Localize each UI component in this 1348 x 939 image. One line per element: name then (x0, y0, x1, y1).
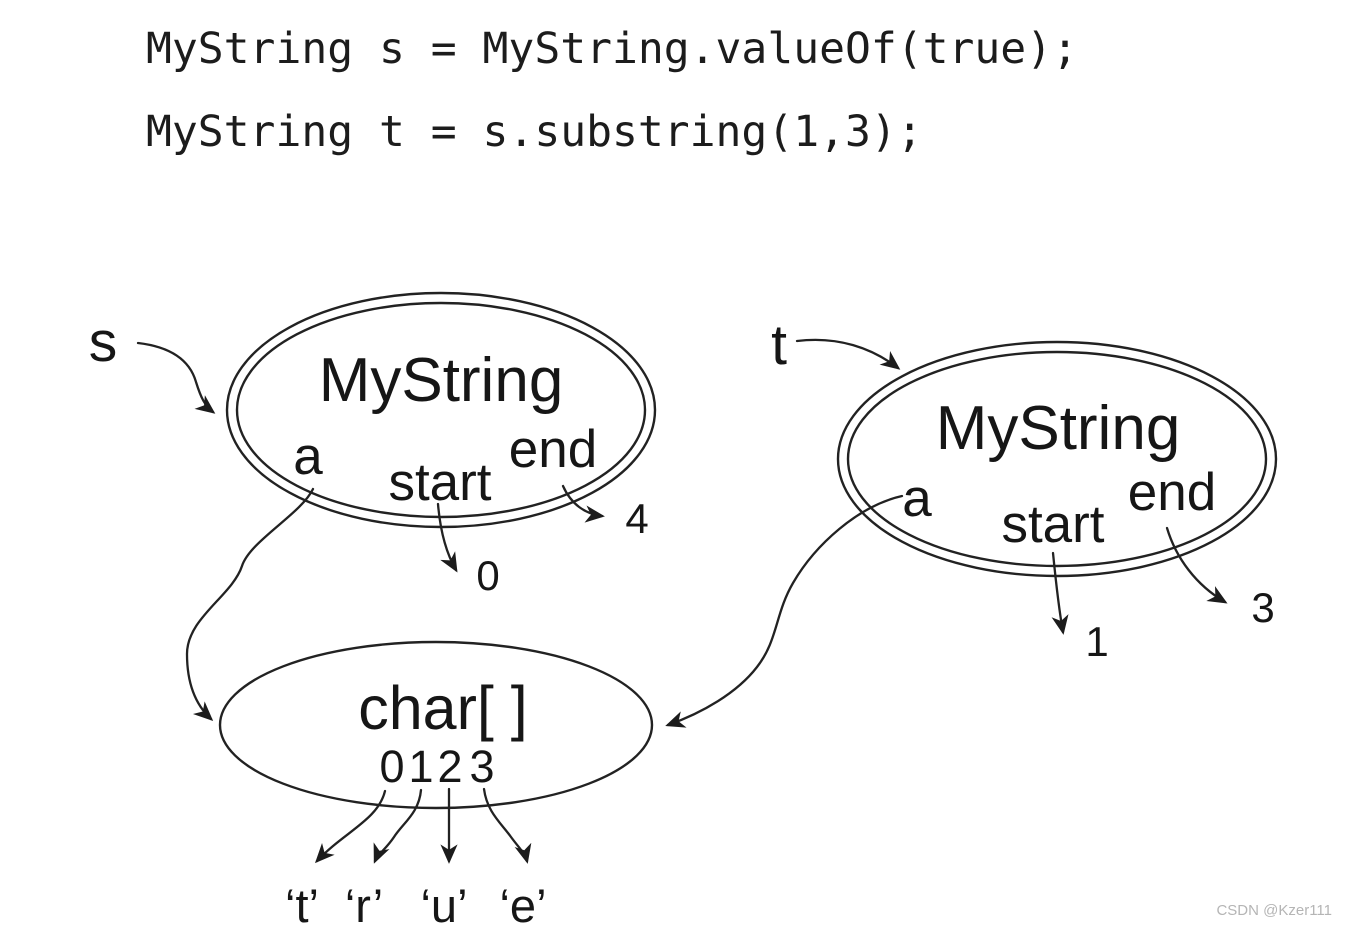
s-pointer-arrow (136, 341, 216, 414)
t-end-value-arrow (1165, 526, 1228, 604)
s-object-inner-ellipse (235, 301, 647, 519)
code-line-2: MyString t = s.substring(1,3); (146, 107, 923, 157)
char-value-2: ‘u’ (420, 879, 467, 932)
char-index-arrow-1 (373, 788, 423, 864)
s-end-value-arrow (561, 484, 605, 523)
t-object-outer-ellipse (836, 340, 1278, 578)
char-array-ellipse (218, 640, 654, 810)
char-index-1: 1 (408, 741, 433, 792)
s-a-to-char-array-arrow (185, 487, 315, 721)
s-field-start-label: start (388, 453, 491, 512)
t-pointer-arrow (795, 338, 901, 370)
char-value-1: ‘r’ (345, 879, 383, 932)
t-field-a-label: a (902, 469, 932, 528)
char-index-3: 3 (469, 741, 494, 792)
t-variable-label: t (771, 313, 787, 377)
char-index-0: 0 (379, 741, 404, 792)
t-field-end-label: end (1128, 463, 1216, 522)
char-index-arrow-3 (482, 787, 532, 864)
watermark: CSDN @Kzer111 (1216, 902, 1332, 919)
s-object-class-name: MyString (319, 346, 564, 415)
t-end-value: 3 (1251, 584, 1274, 631)
char-array-class-name: char[ ] (358, 674, 528, 742)
char-value-0: ‘t’ (285, 879, 319, 932)
s-start-value-arrow (436, 502, 458, 573)
s-field-end-label: end (509, 420, 597, 479)
t-a-to-char-array-arrow (665, 494, 904, 728)
code-line-1: MyString s = MyString.valueOf(true); (146, 24, 1078, 74)
s-object: MyString a start end 0 4 (225, 291, 657, 599)
t-object-inner-ellipse (846, 350, 1268, 568)
s-end-value: 4 (625, 495, 648, 542)
t-start-value-arrow (1051, 551, 1069, 635)
s-variable-label: s (89, 310, 118, 374)
s-field-a-label: a (293, 427, 323, 486)
char-array-object: char[ ] 0 1 2 3 (218, 640, 654, 810)
t-object: MyString a start end 1 3 (836, 340, 1278, 665)
char-index-2: 2 (437, 741, 462, 792)
char-index-arrow-0 (315, 789, 387, 864)
t-start-value: 1 (1085, 618, 1108, 665)
t-field-start-label: start (1001, 495, 1104, 554)
char-value-3: ‘e’ (499, 879, 546, 932)
t-object-class-name: MyString (936, 394, 1181, 463)
s-start-value: 0 (476, 552, 499, 599)
